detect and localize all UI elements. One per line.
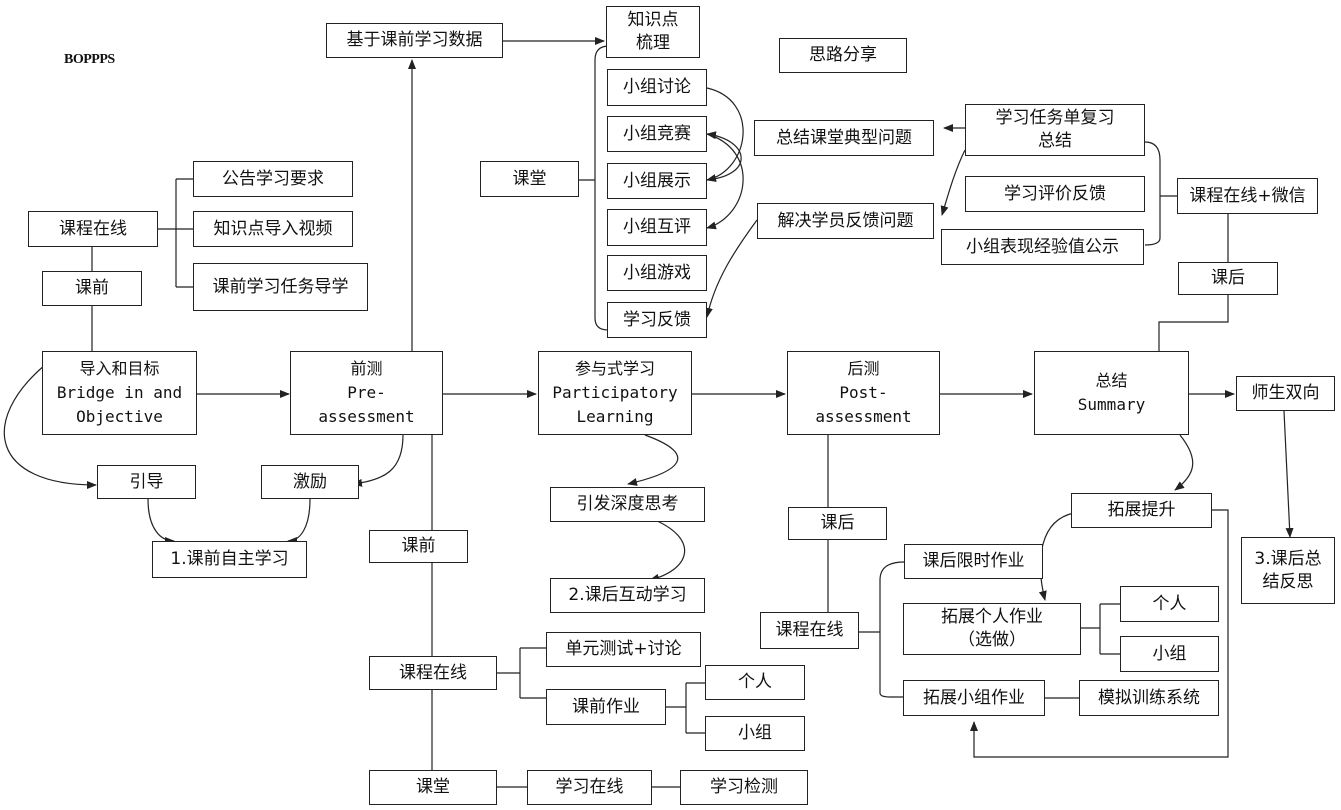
phase-intro-en-2: Objective (76, 407, 163, 426)
knowledge-box: 知识点 梳理 (606, 6, 700, 58)
unit-test-box: 单元测试+讨论 (546, 632, 701, 667)
task-guide-box: 课前学习任务导学 (193, 263, 368, 311)
task-review-line-2: 总结 (1038, 131, 1072, 151)
wechat-box: 课程在线+微信 (1177, 178, 1318, 214)
group-discuss-box: 小组讨论 (607, 69, 707, 106)
deep-thinking-box: 引发深度思考 (550, 487, 705, 522)
pre-homework-box: 课前作业 (546, 689, 666, 725)
phase-part-en-2: Learning (576, 407, 654, 426)
typical-problems-box: 总结课堂典型问题 (754, 120, 934, 156)
group-review-box: 小组互评 (607, 209, 707, 246)
pre-class-left-box: 课前 (42, 271, 142, 306)
phase-post-cn: 后测 (847, 359, 880, 378)
phase-post-box: 后测 Post- assessment (787, 351, 940, 435)
personal-homework-box: 拓展个人作业 （选做） (903, 603, 1081, 655)
task-review-box: 学习任务单复习 总结 (965, 104, 1145, 156)
phase-summary-en: Summary (1077, 395, 1146, 414)
person-post-box: 个人 (1120, 586, 1219, 622)
phase-part-en-1: Participatory (552, 383, 678, 402)
phase-pre-cn: 前测 (350, 359, 383, 378)
learn-online-box: 学习在线 (527, 770, 652, 805)
knowledge-line-2: 梳理 (636, 33, 670, 53)
based-data-box: 基于课前学习数据 (326, 23, 503, 58)
group-homework-box: 拓展小组作业 (903, 680, 1045, 716)
interactive-learning-box: 2.课后互动学习 (550, 578, 705, 613)
expand-box: 拓展提升 (1071, 493, 1212, 528)
solve-feedback-box: 解决学员反馈问题 (757, 203, 934, 239)
task-review-line-1: 学习任务单复习 (995, 108, 1115, 128)
classroom-box: 课堂 (480, 161, 579, 197)
idea-share-box: 思路分享 (779, 38, 907, 73)
eval-feedback-box: 学习评价反馈 (965, 176, 1145, 212)
phase-pre-en-1: Pre- (347, 383, 386, 402)
reflection-line-2: 结反思 (1262, 571, 1314, 592)
phase-pre-en-2: assessment (318, 407, 415, 426)
phase-part-cn: 参与式学习 (574, 359, 655, 378)
phase-intro-cn: 导入和目标 (79, 359, 160, 378)
reflection-line-1: 3.课后总 (1254, 548, 1322, 569)
after-mid-box: 课后 (788, 507, 887, 540)
timed-homework-box: 课后限时作业 (904, 544, 1043, 579)
group-post-box: 小组 (1120, 636, 1219, 672)
phase-intro-box: 导入和目标 Bridge in and Objective (42, 351, 197, 435)
feedback-box: 学习反馈 (607, 302, 707, 338)
classroom-bottom-box: 课堂 (369, 770, 497, 805)
group-game-box: 小组游戏 (607, 255, 707, 291)
group-compete-box: 小组竞赛 (607, 116, 707, 152)
learn-check-box: 学习检测 (680, 770, 808, 805)
simulation-system-box: 模拟训练系统 (1079, 680, 1219, 716)
course-online-bottom-box: 课程在线 (369, 656, 497, 690)
course-online-post-box: 课程在线 (760, 612, 859, 649)
bidirectional-box: 师生双向 (1236, 376, 1335, 411)
intro-video-box: 知识点导入视频 (193, 211, 353, 247)
phase-intro-en-1: Bridge in and (56, 383, 183, 402)
group-show-box: 小组展示 (607, 163, 707, 199)
after-right-box: 课后 (1178, 262, 1278, 295)
phase-participatory-box: 参与式学习 Participatory Learning (538, 351, 692, 435)
phase-summary-cn: 总结 (1095, 371, 1128, 390)
group-pre-box: 小组 (705, 716, 805, 751)
bopps-model-label: BOPPPS (64, 52, 115, 67)
personal-homework-line-2: （选做） (958, 630, 1026, 650)
pre-class-bottom-box: 课前 (369, 530, 468, 563)
reflection-box: 3.课后总 结反思 (1241, 537, 1335, 604)
guide-box: 引导 (97, 465, 196, 499)
phase-post-en-2: assessment (815, 407, 912, 426)
motivate-box: 激励 (261, 465, 359, 499)
personal-homework-line-1: 拓展个人作业 (941, 607, 1043, 627)
announce-box: 公告学习要求 (193, 161, 353, 197)
phase-pre-box: 前测 Pre- assessment (290, 351, 443, 435)
phase-post-en-1: Post- (839, 383, 888, 402)
xp-board-box: 小组表现经验值公示 (941, 229, 1144, 265)
person-pre-box: 个人 (705, 665, 805, 700)
self-study-box: 1.课前自主学习 (152, 541, 307, 578)
phase-summary-box: 总结 Summary (1034, 351, 1189, 435)
knowledge-line-1: 知识点 (627, 10, 679, 30)
course-online-top-box: 课程在线 (28, 211, 158, 247)
